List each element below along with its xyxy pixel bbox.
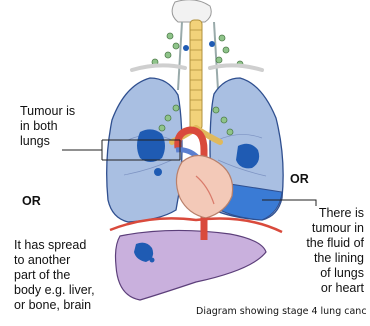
label-spread-line5: or bone, brain — [14, 298, 95, 313]
or-right: OR — [290, 172, 309, 186]
tumour-left-lung — [137, 129, 165, 162]
trachea — [190, 20, 202, 130]
liver-tumour-small — [150, 258, 155, 263]
label-spread: It has spread to another part of the bod… — [14, 238, 95, 313]
label-spread-line2: to another — [14, 253, 95, 268]
liver — [116, 230, 267, 300]
label-both-lungs-line1: Tumour is — [20, 104, 75, 119]
label-fluid-line5: of lungs — [292, 266, 364, 281]
label-fluid-line1: There is — [292, 206, 364, 221]
label-fluid-line2: tumour in — [292, 221, 364, 236]
label-spread-line1: It has spread — [14, 238, 95, 253]
diagram-caption: Diagram showing stage 4 lung canc — [196, 306, 367, 317]
tumour-left-small — [154, 168, 162, 176]
right-clavicle — [210, 65, 262, 70]
left-clavicle — [132, 65, 185, 70]
label-spread-line4: body e.g. liver, — [14, 283, 95, 298]
label-spread-line3: part of the — [14, 268, 95, 283]
label-fluid-line4: the lining — [292, 251, 364, 266]
label-fluid: There is tumour in the fluid of the lini… — [292, 206, 364, 296]
label-fluid-line6: or heart — [292, 281, 364, 296]
label-both-lungs-line3: lungs — [20, 134, 75, 149]
head-outline — [172, 0, 211, 22]
or-left: OR — [22, 194, 41, 208]
label-both-lungs: Tumour is in both lungs — [20, 104, 75, 149]
label-fluid-line3: the fluid of — [292, 236, 364, 251]
label-both-lungs-line2: in both — [20, 119, 75, 134]
